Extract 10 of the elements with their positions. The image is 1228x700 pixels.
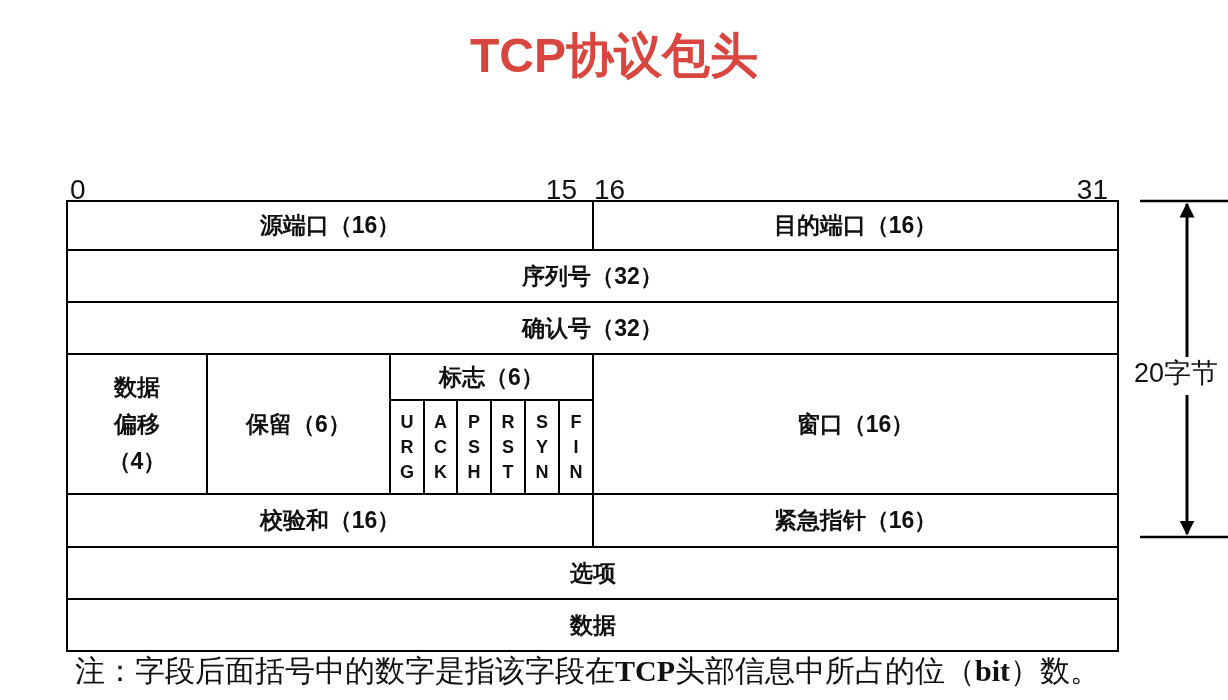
footnote: 注：字段后面括号中的数字是指该字段在TCP头部信息中所占的位（bit）数。 <box>75 653 1100 689</box>
header-field: 确认号（32） <box>66 301 1119 355</box>
header-field: 目的端口（16） <box>592 200 1119 251</box>
header-field: 选项 <box>66 546 1119 600</box>
header-field: 序列号（32） <box>66 249 1119 303</box>
header-field: 源端口（16） <box>66 200 594 251</box>
dimension-label: 20字节 <box>1134 357 1219 389</box>
title: TCP协议包头 <box>470 29 758 82</box>
header-field: 数据 <box>66 598 1119 652</box>
field-heading: 标志（6） <box>437 362 545 392</box>
